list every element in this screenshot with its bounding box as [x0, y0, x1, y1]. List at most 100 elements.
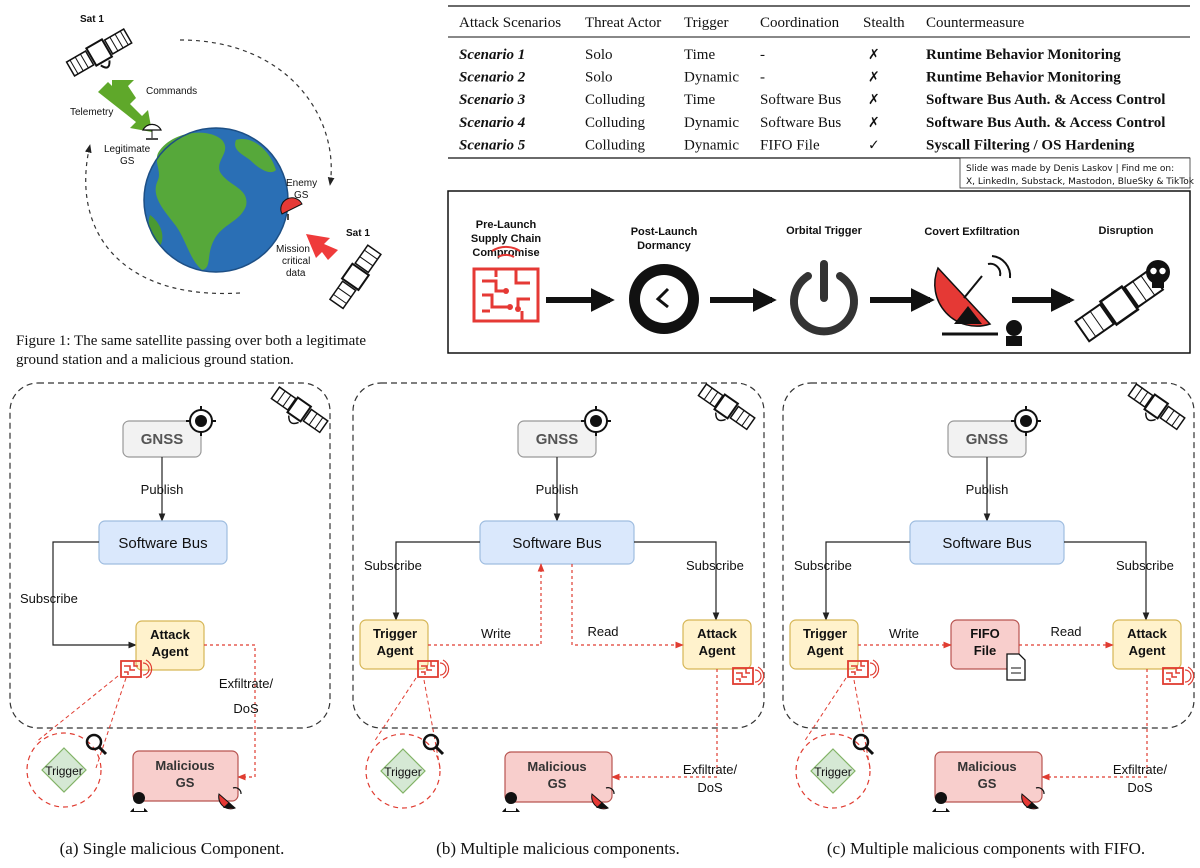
- box-label-line-2: GS: [548, 776, 567, 791]
- trigger-link: [423, 679, 441, 769]
- stealth-cell: ✗: [868, 92, 880, 108]
- malware-chip-icon: [732, 666, 765, 686]
- trigger-label: Trigger: [814, 765, 852, 779]
- trigger-diamond: [380, 748, 426, 794]
- magnifier-icon: [85, 733, 108, 756]
- header-trigger: Trigger: [684, 15, 728, 31]
- header-countermeasure: Countermeasure: [926, 15, 1025, 31]
- subscribe-left-arrow: [822, 541, 910, 621]
- software-bus-label: Software Bus: [512, 535, 601, 552]
- malware-chip-icon: [417, 659, 450, 679]
- trigger-cell: Time: [684, 47, 715, 63]
- mission-data-label-2: critical: [282, 256, 310, 267]
- countermeasure-cell: Software Bus Auth. & Access Control: [926, 115, 1165, 131]
- header-coordination: Coordination: [760, 15, 840, 31]
- legit-gs-label-2: GS: [120, 156, 135, 167]
- enemy-gs-label-1: Enemy: [286, 178, 317, 189]
- exfil-label-1: Exfiltrate/: [683, 762, 738, 777]
- flow-step-label: Compromise: [472, 247, 539, 259]
- subscribe-label: Subscribe: [20, 591, 78, 606]
- clock-icon: [629, 264, 699, 334]
- scenario-cell: Scenario 1: [459, 47, 525, 63]
- satellite-icon: [1127, 383, 1186, 431]
- publish-label: Publish: [966, 482, 1009, 497]
- file-icon: [1006, 653, 1026, 681]
- countermeasure-cell: Syscall Filtering / OS Hardening: [926, 137, 1135, 153]
- actor-cell: Colluding: [585, 137, 646, 153]
- spacecraft-boundary: [782, 382, 1195, 729]
- exfil-label-2: DoS: [233, 701, 259, 716]
- trigger-scope-circle: [795, 733, 871, 809]
- box-label-line-2: GS: [176, 775, 195, 790]
- trigger-link: [35, 675, 119, 743]
- exfil-label-2: DoS: [1127, 780, 1153, 795]
- box-label-line-1: Trigger: [803, 626, 847, 641]
- write-arrow: [428, 563, 545, 646]
- satellite-top-icon: [65, 28, 133, 77]
- gnss-label: GNSS: [536, 431, 579, 448]
- exfiltrate-arrow: [611, 669, 718, 781]
- credit-box: [959, 157, 1191, 189]
- mission-data-arrow: [306, 234, 338, 260]
- scenario-cell: Scenario 4: [459, 115, 526, 131]
- mission-data-label-3: data: [286, 268, 306, 279]
- trigger-link: [803, 677, 847, 743]
- trigger-scope-circle: [26, 732, 102, 808]
- subscribe-left-arrow: [392, 541, 480, 621]
- box-label-line-1: Attack: [697, 626, 738, 641]
- box-label-line-1: FIFO: [970, 626, 1000, 641]
- flow-step-label: Covert Exfiltration: [924, 226, 1020, 238]
- mission-data-label-1: Mission: [276, 244, 310, 255]
- scenario-cell: Scenario 3: [459, 92, 526, 108]
- scenario-cell: Scenario 5: [459, 137, 526, 153]
- gnss-label: GNSS: [141, 431, 184, 448]
- hacker-icon: [502, 792, 520, 812]
- malware-chip-icon: [120, 659, 153, 679]
- box-label-line-1: Attack: [150, 627, 191, 642]
- trigger-link: [95, 677, 127, 769]
- trigger-cell: Time: [684, 92, 715, 108]
- read-label: Read: [1050, 624, 1081, 639]
- coordination-cell: Software Bus: [760, 115, 841, 131]
- read-label: Read: [587, 624, 618, 639]
- figure-1-caption-line-2: ground station and a malicious ground st…: [16, 352, 294, 368]
- header-threat-actor: Threat Actor: [585, 15, 661, 31]
- gnss-label: GNSS: [966, 431, 1009, 448]
- trigger-cell: Dynamic: [684, 115, 739, 131]
- telemetry-label: Telemetry: [70, 107, 113, 118]
- red-dish-icon: [1021, 787, 1045, 810]
- stealth-cell: ✗: [868, 115, 880, 131]
- subscribe-right-label: Subscribe: [686, 558, 744, 573]
- red-dish-icon: [218, 787, 242, 810]
- figure-1: Sat 1 Telemetry Commands Legitimate GS E…: [16, 14, 382, 368]
- box-label-line-2: File: [974, 643, 996, 658]
- satellite-dish-icon: [934, 255, 1022, 346]
- flow-step-label: Dormancy: [637, 240, 692, 252]
- exfil-label-1: Exfiltrate/: [219, 676, 274, 691]
- header-attack-scenarios: Attack Scenarios: [459, 15, 561, 31]
- gnss-target-icon: [1011, 406, 1041, 436]
- exfil-label-2: DoS: [697, 780, 723, 795]
- diagram-a-caption: (a) Single malicious Component.: [60, 839, 285, 858]
- subscribe-left-label: Subscribe: [794, 558, 852, 573]
- stealth-cell: ✓: [868, 137, 880, 153]
- legit-gs-dish-icon: [142, 123, 162, 140]
- countermeasure-cell: Runtime Behavior Monitoring: [926, 70, 1121, 86]
- gnss-target-icon: [186, 406, 216, 436]
- enemy-gs-label-2: GS: [294, 190, 309, 201]
- magnifier-icon: [422, 733, 445, 756]
- orbit-arc-left: [85, 144, 241, 295]
- legit-gs-label-1: Legitimate: [104, 144, 151, 155]
- software-bus-label: Software Bus: [118, 535, 207, 552]
- flow-step-label: Orbital Trigger: [786, 225, 863, 237]
- scenario-cell: Scenario 2: [459, 70, 526, 86]
- exfiltrate-arrow: [1041, 669, 1148, 781]
- skull-icon: [1146, 260, 1170, 288]
